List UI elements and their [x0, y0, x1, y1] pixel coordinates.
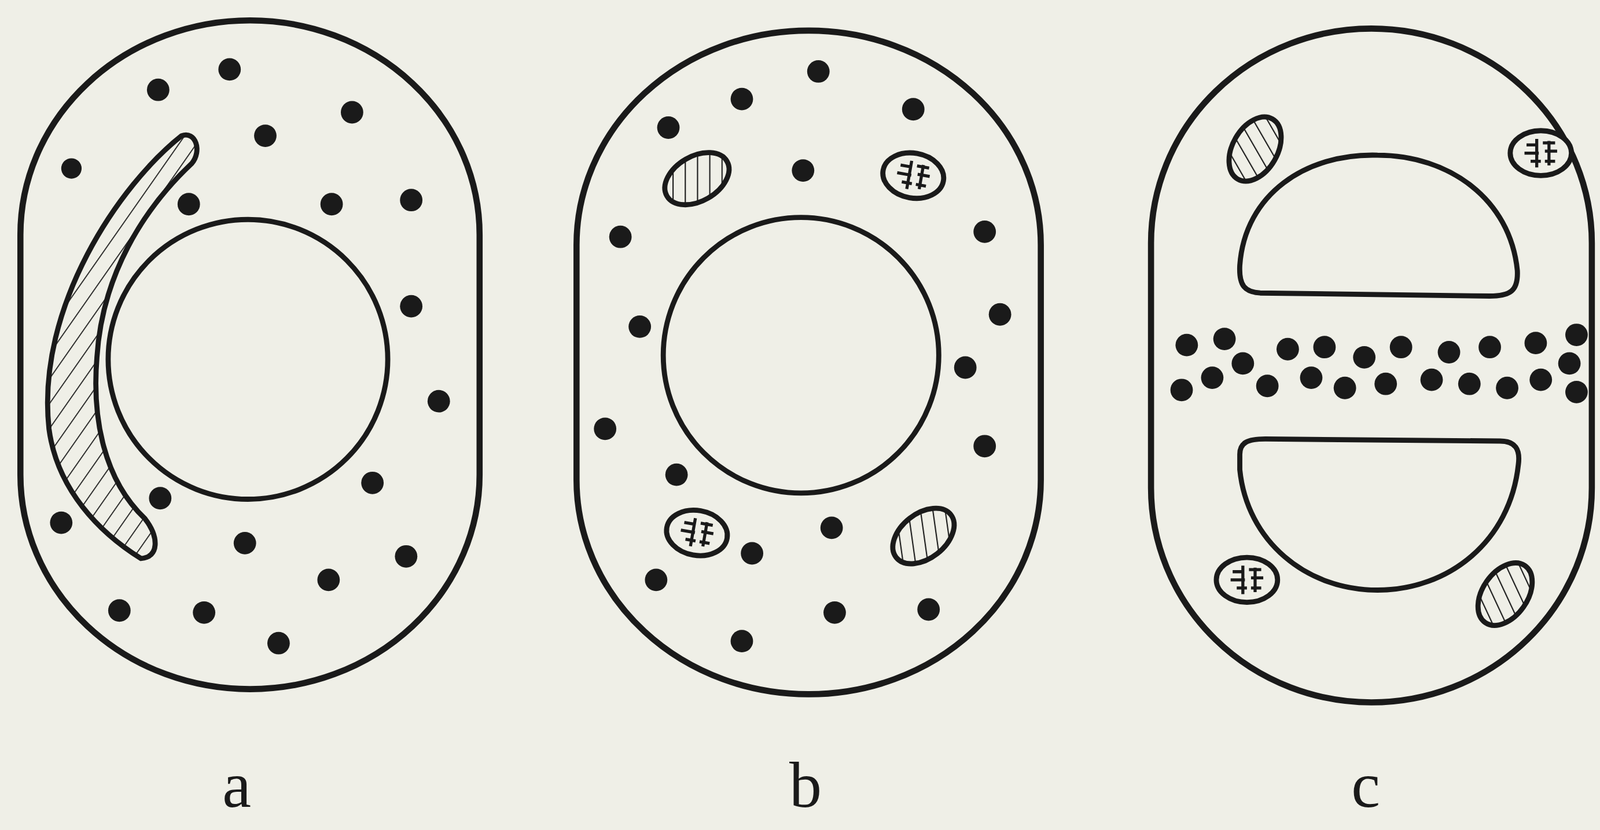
- figure-label: a: [178, 752, 295, 818]
- figure-label: b: [747, 752, 864, 818]
- cell-b: [576, 30, 1041, 694]
- cell-c: [1150, 28, 1592, 702]
- cell-a: [20, 20, 480, 689]
- figure-label: c: [1307, 752, 1424, 818]
- golgi-crescent: [47, 134, 197, 559]
